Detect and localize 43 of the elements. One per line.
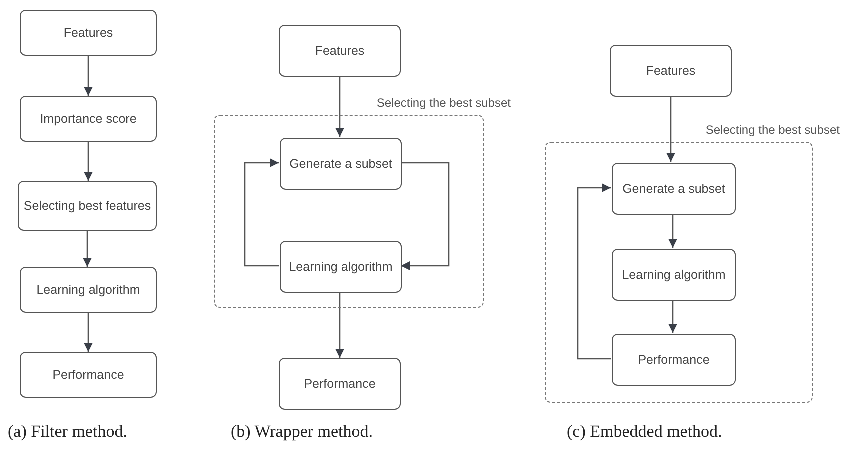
box-label: Features <box>62 24 114 42</box>
process-box <box>20 10 157 56</box>
arrow <box>577 184 611 360</box>
arrow <box>83 231 92 267</box>
arrow <box>84 56 93 96</box>
arrow <box>668 300 678 333</box>
box-label: Generate a subset <box>288 156 394 172</box>
process-box <box>280 138 402 190</box>
process-box <box>18 181 157 231</box>
box-label: Features <box>314 42 366 60</box>
box-label: Learning algorithm <box>36 282 142 298</box>
arrow <box>244 158 279 267</box>
group-label: Selecting the best subset <box>706 123 840 137</box>
arrow <box>84 313 93 352</box>
panel-caption: (c) Embedded method. <box>567 422 722 442</box>
box-label: Learning algorithm <box>288 258 394 276</box>
box-label: Performance <box>637 352 711 368</box>
process-box <box>279 358 401 410</box>
box-label: Selecting best features <box>22 198 152 214</box>
process-box <box>20 352 157 398</box>
box-label: Learning algorithm <box>621 266 727 284</box>
box-label: Performance <box>303 376 377 392</box>
process-box <box>280 241 402 293</box>
process-box <box>610 45 732 97</box>
box-label: Importance score <box>39 110 138 128</box>
box-label: Generate a subset <box>622 180 726 198</box>
process-box <box>612 249 736 301</box>
process-box <box>279 25 401 77</box>
arrow <box>336 292 344 358</box>
group-label: Selecting the best subset <box>376 96 511 110</box>
arrow <box>336 77 344 137</box>
process-box <box>612 163 736 215</box>
process-box <box>612 334 736 386</box>
process-box <box>20 267 157 313</box>
arrow <box>666 97 676 162</box>
panel-caption: (b) Wrapper method. <box>231 422 374 442</box>
arrow <box>84 142 93 181</box>
panel-caption: (a) Filter method. <box>8 422 128 442</box>
arrow <box>401 162 450 270</box>
box-label: Features <box>645 62 697 80</box>
process-box <box>20 96 157 142</box>
box-label: Performance <box>52 366 126 384</box>
arrow <box>668 214 678 248</box>
